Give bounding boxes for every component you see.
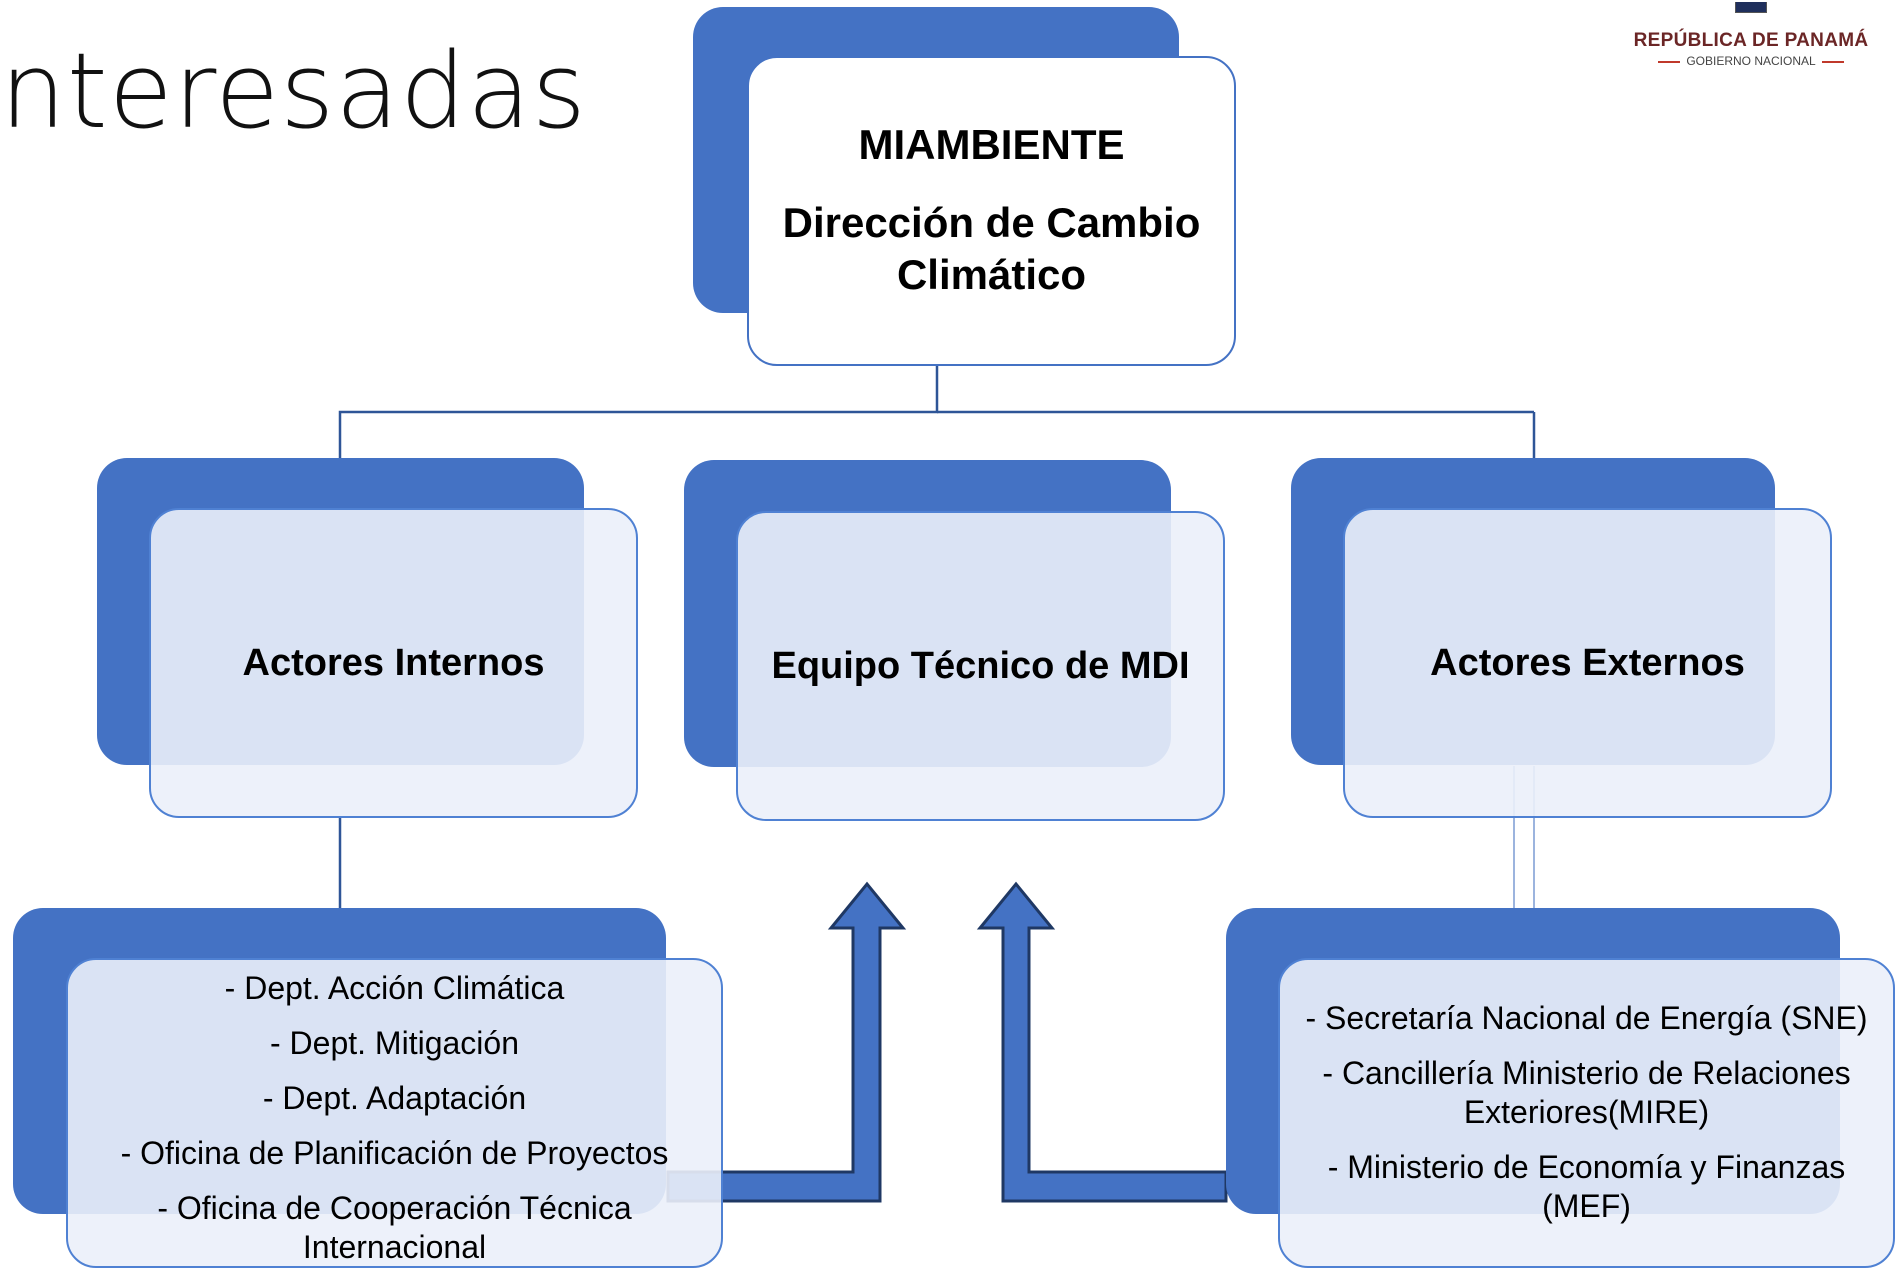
external-box: Actores Externos [1343, 508, 1832, 818]
logo-line2-wrap: GOBIERNO NACIONAL [1631, 54, 1871, 68]
internal-item: - Oficina de Cooperación Técnica Interna… [157, 1190, 632, 1266]
external-box-label: Actores Externos [1430, 641, 1745, 684]
government-logo: REPÚBLICA DE PANAMÁ GOBIERNO NACIONAL [1631, 0, 1871, 68]
internal-list-box: - Dept. Acción Climática - Dept. Mitigac… [66, 958, 723, 1268]
internal-box-label: Actores Internos [242, 641, 545, 684]
arrow-right [976, 881, 1228, 1203]
external-item: - Ministerio de Economía y Finanzas (MEF… [1327, 1149, 1846, 1225]
logo-line1: REPÚBLICA DE PANAMÁ [1633, 30, 1869, 51]
dash-right [1821, 60, 1844, 63]
external-item: - Cancillería Ministerio de Relaciones E… [1322, 1055, 1851, 1131]
dash-left [1658, 60, 1681, 63]
internal-item: - Dept. Mitigación [270, 1025, 519, 1062]
external-list-box: - Secretaría Nacional de Energía (SNE) -… [1278, 958, 1895, 1268]
slide-title: nteresadas [0, 30, 587, 152]
top-box: MIAMBIENTE Dirección de Cambio Climático [747, 56, 1236, 366]
logo-line2: GOBIERNO NACIONAL [1686, 54, 1816, 68]
team-box-label: Equipo Técnico de MDI [771, 644, 1190, 687]
team-box: Equipo Técnico de MDI [736, 511, 1225, 821]
internal-item: - Oficina de Planificación de Proyectos [120, 1135, 669, 1172]
internal-item: - Dept. Adaptación [262, 1080, 527, 1117]
top-box-title: MIAMBIENTE [858, 121, 1125, 169]
top-box-subtitle: Dirección de Cambio Climático [782, 198, 1201, 299]
internal-box: Actores Internos [149, 508, 638, 818]
connector-top [338, 366, 939, 458]
flag-icon [1735, 2, 1767, 13]
arrow-left [666, 881, 907, 1203]
internal-item: - Dept. Acción Climática [224, 970, 565, 1006]
external-item: - Secretaría Nacional de Energía (SNE) [1305, 1000, 1868, 1036]
